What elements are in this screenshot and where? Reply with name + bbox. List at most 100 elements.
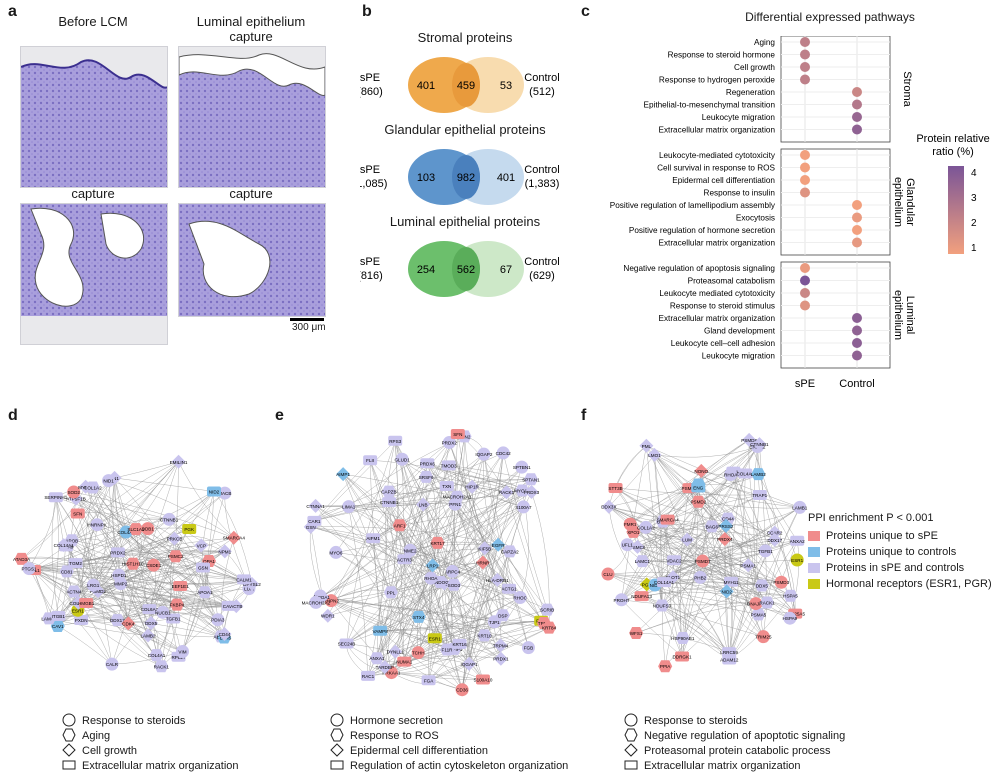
network-node: CD36 bbox=[455, 683, 469, 697]
node-shape bbox=[156, 605, 170, 619]
network-node: COL14A1 bbox=[654, 577, 675, 588]
network-node: DDX5 bbox=[144, 616, 159, 631]
network-edge bbox=[654, 454, 713, 527]
network-node: NME2 bbox=[403, 543, 417, 557]
network-node: HSPA5 bbox=[783, 589, 798, 602]
network-node: PSMA5 bbox=[751, 608, 767, 621]
venn-title: Luminal epithelial proteins bbox=[389, 214, 541, 229]
shape-legend-item: Negative regulation of apoptotic signali… bbox=[624, 728, 845, 743]
dotplot-dot bbox=[800, 263, 810, 273]
node-shape bbox=[462, 656, 477, 671]
node-shape bbox=[430, 536, 445, 549]
network-edge bbox=[748, 439, 766, 551]
node-label: ENDOG bbox=[432, 580, 449, 585]
shape-legend-label: Response to ROS bbox=[350, 730, 439, 742]
node-label: TGFB1 bbox=[758, 549, 773, 554]
node-label: ANXA1 bbox=[369, 656, 385, 661]
network-node: TRPM4 bbox=[493, 638, 509, 653]
shape-legend-item: Response to steroids bbox=[624, 713, 845, 728]
node-shape bbox=[144, 616, 159, 631]
network-node: MYO1C bbox=[514, 484, 531, 497]
node-shape bbox=[449, 490, 464, 503]
node-label: VIM bbox=[178, 649, 186, 654]
node-shape bbox=[452, 638, 467, 649]
dotplot-group-frame bbox=[780, 36, 891, 143]
node-shape bbox=[342, 500, 356, 514]
node-label: AIMP1 bbox=[336, 472, 350, 477]
network-edge bbox=[346, 440, 396, 644]
node-shape bbox=[361, 670, 376, 681]
network-edge bbox=[221, 537, 235, 635]
node-label: AIFM1 bbox=[366, 536, 380, 541]
node-shape bbox=[229, 599, 244, 614]
node-shape bbox=[749, 597, 763, 611]
network-node: KIF5B bbox=[477, 541, 492, 556]
node-label: COL6A1 bbox=[69, 601, 87, 606]
node-shape bbox=[515, 460, 529, 474]
network-node: EEF1E1 bbox=[172, 581, 189, 592]
network-edge bbox=[391, 559, 406, 673]
network-node: ACTR3 bbox=[397, 554, 412, 565]
node-shape bbox=[493, 638, 508, 653]
network-edge bbox=[428, 454, 485, 681]
node-label: PRKAA1 bbox=[382, 671, 401, 676]
diamond-icon bbox=[330, 742, 344, 760]
node-shape bbox=[523, 473, 538, 486]
network-edge bbox=[451, 436, 465, 649]
node-shape bbox=[455, 683, 469, 697]
venn-left-only: 401 bbox=[417, 80, 435, 92]
network-e: RHPN2CYFIP1CAPZA1TMOD3SPTBN1STX4WDR1NUMA… bbox=[302, 429, 557, 697]
node-shape bbox=[51, 610, 66, 621]
network-node: S100A10 bbox=[474, 674, 493, 685]
network-node: DDB1 bbox=[141, 522, 154, 536]
node-shape bbox=[397, 554, 412, 565]
network-node: DDRGK1 bbox=[672, 651, 692, 662]
venn-title: Glandular epithelial proteins bbox=[384, 122, 546, 137]
node-label: APOA1 bbox=[197, 590, 213, 595]
network-edge bbox=[641, 595, 730, 653]
network-node: EGFR bbox=[491, 537, 505, 552]
node-label: CTNNB1 bbox=[160, 517, 179, 522]
network-edge bbox=[346, 544, 499, 644]
node-shape bbox=[388, 644, 403, 659]
network-edge bbox=[66, 571, 237, 607]
node-shape bbox=[68, 558, 83, 569]
node-label: LAMC1 bbox=[635, 559, 651, 564]
node-shape bbox=[237, 574, 252, 585]
network-f: PSMD7PSMD2CCAR2NDUFA13FMR1PSMA5PSMA1PSMC… bbox=[601, 432, 808, 673]
node-shape bbox=[440, 643, 455, 656]
node-shape bbox=[639, 520, 653, 534]
node-label: ARF1 bbox=[394, 523, 406, 528]
network-edge bbox=[48, 497, 59, 619]
node-label: RHOA bbox=[724, 472, 738, 477]
shape-legend-item: Response to ROS bbox=[330, 728, 568, 743]
node-shape bbox=[167, 531, 182, 546]
node-label: NID2 bbox=[209, 490, 220, 495]
node-label: SFN bbox=[453, 432, 462, 437]
dotplot-row-label: Epidermal cell differentiation bbox=[672, 176, 775, 185]
venn-left-count: (860) bbox=[360, 86, 383, 98]
node-label: ACTG1 bbox=[501, 587, 517, 592]
network-node: AIFM1 bbox=[366, 533, 380, 544]
network-node: DDX5 bbox=[754, 579, 769, 592]
node-shape bbox=[752, 437, 767, 452]
network-node: SFN bbox=[70, 508, 85, 519]
node-shape bbox=[742, 432, 757, 447]
network-node: MACROH2A1 bbox=[443, 490, 472, 503]
network-edge bbox=[450, 584, 463, 690]
network-node: ANXA2 bbox=[790, 535, 805, 546]
node-label: PXDN bbox=[75, 618, 88, 623]
node-shape bbox=[149, 649, 164, 662]
network-edge bbox=[335, 491, 532, 553]
network-edge bbox=[448, 465, 532, 480]
network-node: DDX17 bbox=[110, 614, 125, 627]
network-edge bbox=[28, 568, 247, 584]
node-label: HSPA5 bbox=[783, 594, 798, 599]
venn-left-count: (816) bbox=[360, 270, 383, 282]
node-label: CYFIP1 bbox=[446, 647, 463, 652]
node-label: CDC42 bbox=[496, 451, 512, 456]
node-label: FKBP4 bbox=[170, 603, 185, 608]
dotplot-colorbar bbox=[948, 166, 964, 254]
